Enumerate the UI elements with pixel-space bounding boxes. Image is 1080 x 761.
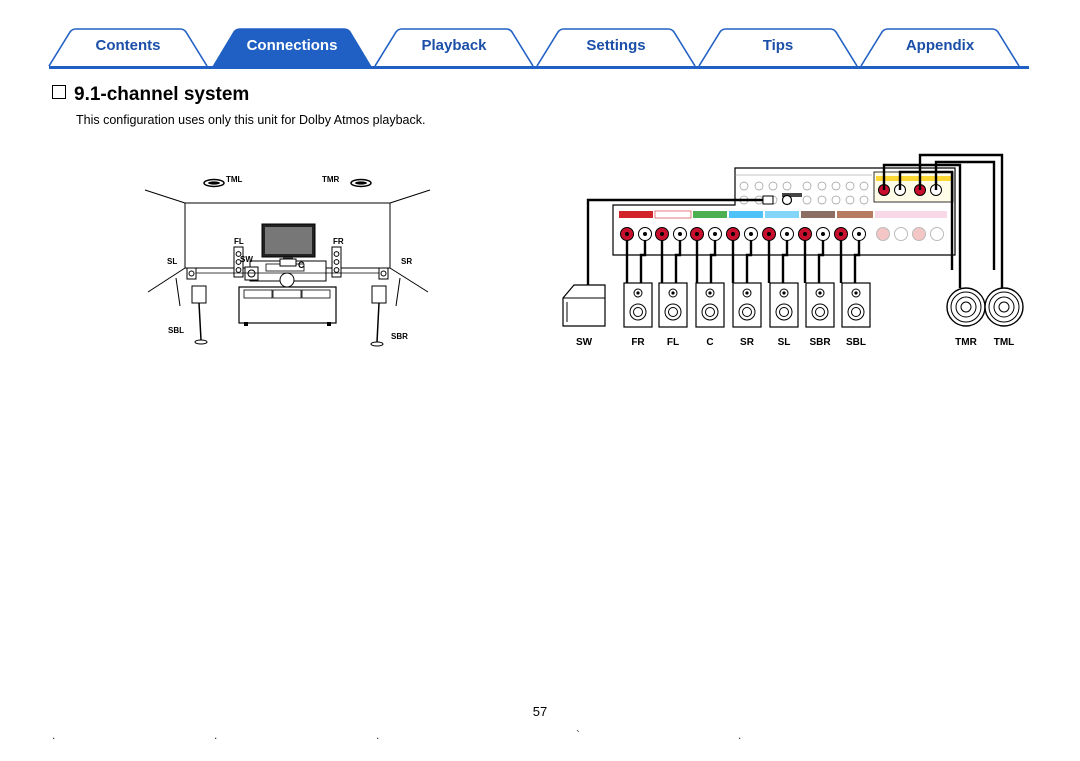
conn-label-fl: FL (667, 337, 679, 348)
subwoofer-preout-jack (781, 194, 793, 206)
speaker-fr-box (623, 282, 653, 328)
speaker-c-box (695, 282, 725, 328)
speaker-sr-box (732, 282, 762, 328)
label-fl: FL (234, 237, 244, 246)
tab-appendix[interactable]: Appendix (860, 28, 1020, 67)
speaker-sbr-box (805, 282, 835, 328)
tab-underline (49, 66, 1029, 69)
room-layout-illustration: TML TMR FL FR C (144, 175, 431, 347)
conn-label-sw: SW (576, 337, 593, 348)
conn-label-c: C (706, 337, 713, 348)
tab-label-tips: Tips (762, 37, 794, 54)
label-sw: SW (240, 255, 253, 264)
label-sbr: SBR (391, 332, 408, 341)
footer-mark: . (738, 728, 742, 742)
checkbox-bullet-icon (52, 85, 66, 99)
receiver-rear-panel (612, 167, 956, 256)
footer-mark: . (214, 728, 218, 742)
subwoofer-box (562, 284, 606, 327)
footer-mark: . (376, 728, 380, 742)
speaker-fl-box (658, 282, 688, 328)
tab-shape (698, 28, 858, 67)
navigation-tabs: Contents Connections Playback Settings T… (40, 28, 1030, 72)
page-number: 57 (532, 704, 548, 719)
footer-mark: . (52, 728, 56, 742)
section-title: 9.1-channel system (52, 84, 249, 106)
speaker-sbr-icon (370, 285, 387, 347)
label-c: C (298, 260, 305, 270)
tab-shape (860, 28, 1020, 67)
speaker-sbl-icon (191, 285, 208, 345)
floor-speaker-row (623, 282, 871, 328)
tab-contents[interactable]: Contents (48, 28, 208, 67)
label-tmr: TMR (322, 175, 340, 184)
label-fr: FR (333, 237, 344, 246)
label-tml: TML (226, 175, 243, 184)
tab-tips[interactable]: Tips (698, 28, 858, 67)
ceiling-speaker-tml (203, 178, 225, 188)
tab-label-contents: Contents (95, 37, 161, 54)
ceiling-speaker-tmr-front (946, 287, 986, 327)
tv-icon (261, 223, 316, 261)
footer-mark: ` (576, 728, 580, 742)
label-sr: SR (401, 257, 412, 266)
conn-label-sr: SR (740, 337, 755, 348)
ceiling-speaker-tmr (350, 178, 372, 188)
rear-panel-connection-diagram: SW FR FL C SR SL SBR SBL TMR TML (562, 153, 1024, 348)
listener-icon (279, 272, 295, 288)
speaker-sr-icon (378, 267, 389, 280)
sofa-icon (238, 286, 337, 326)
tab-connections[interactable]: Connections (212, 28, 372, 68)
conn-label-sl: SL (778, 337, 791, 348)
conn-label-tml: TML (994, 337, 1015, 348)
tab-playback[interactable]: Playback (374, 28, 534, 67)
tab-shape (48, 28, 208, 67)
section-title-text: 9.1-channel system (74, 84, 250, 105)
tab-shape (536, 28, 696, 67)
label-sl: SL (167, 257, 177, 266)
conn-label-tmr: TMR (955, 337, 977, 348)
tab-label-connections: Connections (246, 37, 338, 54)
speaker-sl-icon (186, 267, 197, 280)
tab-shape (374, 28, 534, 67)
ceiling-speaker-tml-front (984, 287, 1024, 327)
speaker-sbl-box (841, 282, 871, 328)
tab-shape (212, 28, 372, 68)
section-description: This configuration uses only this unit f… (76, 113, 426, 127)
conn-label-fr: FR (631, 337, 645, 348)
subwoofer-icon (244, 266, 259, 281)
label-sbl: SBL (168, 326, 184, 335)
conn-label-sbr: SBR (809, 337, 831, 348)
speaker-fr-icon (331, 246, 342, 278)
tab-label-playback: Playback (421, 37, 487, 54)
tab-label-appendix: Appendix (905, 37, 975, 54)
speaker-fl-icon (233, 246, 244, 278)
conn-label-sbl: SBL (846, 337, 866, 348)
speaker-cables (586, 153, 1004, 288)
speaker-c-icon (279, 258, 297, 267)
tab-settings[interactable]: Settings (536, 28, 696, 67)
tab-label-settings: Settings (586, 37, 646, 54)
speaker-sl-box (769, 282, 799, 328)
